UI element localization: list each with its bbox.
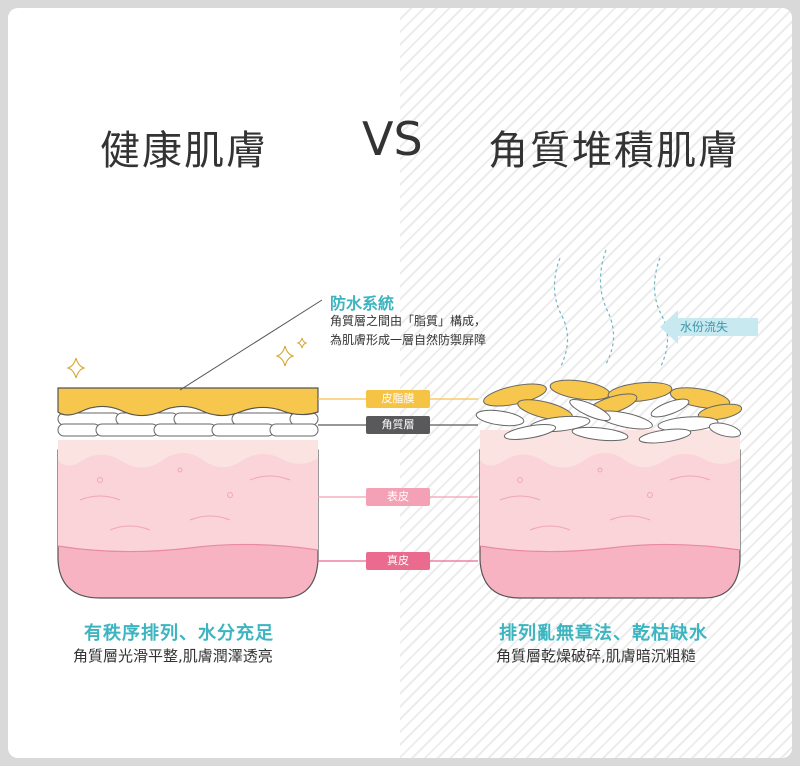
healthy-epidermis-layer (58, 450, 318, 552)
healthy-sebum-film (57, 387, 319, 417)
vs-label: VS (362, 112, 423, 166)
callout-description: 角質層之間由「脂質」構成， 為肌膚形成一層自然防禦屏障 (330, 312, 486, 350)
sparkle-icon (296, 337, 308, 349)
callout-line-2: 為肌膚形成一層自然防禦屏障 (330, 333, 487, 347)
sebum-film-tag: 皮脂膜 (366, 390, 430, 408)
callout-line-1: 角質層之間由「脂質」構成， (330, 314, 487, 328)
damaged-caption-title: 排列亂無章法、乾枯缺水 (499, 623, 708, 644)
sparkle-icon (275, 345, 295, 367)
evaporation-wisps (553, 249, 669, 369)
striped-background (400, 8, 792, 758)
damaged-skin-cross-section (475, 249, 743, 599)
damaged-epidermis-layer (480, 450, 740, 552)
damaged-caption-subtitle: 角質層乾燥破碎,肌膚暗沉粗糙 (496, 647, 696, 665)
sparkle-icon (66, 357, 86, 379)
healthy-skin-cross-section (57, 299, 323, 599)
dermis-tag: 真皮 (366, 552, 430, 570)
damaged-skin-title: 角質堆積肌膚 (488, 128, 740, 174)
stratum-corneum-tag: 角質層 (366, 416, 430, 434)
epidermis-tag: 表皮 (366, 488, 430, 506)
water-loss-arrow-icon (660, 310, 758, 344)
healthy-skin-title: 健康肌膚 (100, 128, 268, 174)
callout-title: 防水系統 (330, 294, 395, 313)
healthy-caption-subtitle: 角質層光滑平整,肌膚潤澤透亮 (73, 647, 273, 665)
water-loss-label: 水份流失 (680, 320, 729, 334)
healthy-caption-title: 有秩序排列、水分充足 (84, 623, 274, 644)
